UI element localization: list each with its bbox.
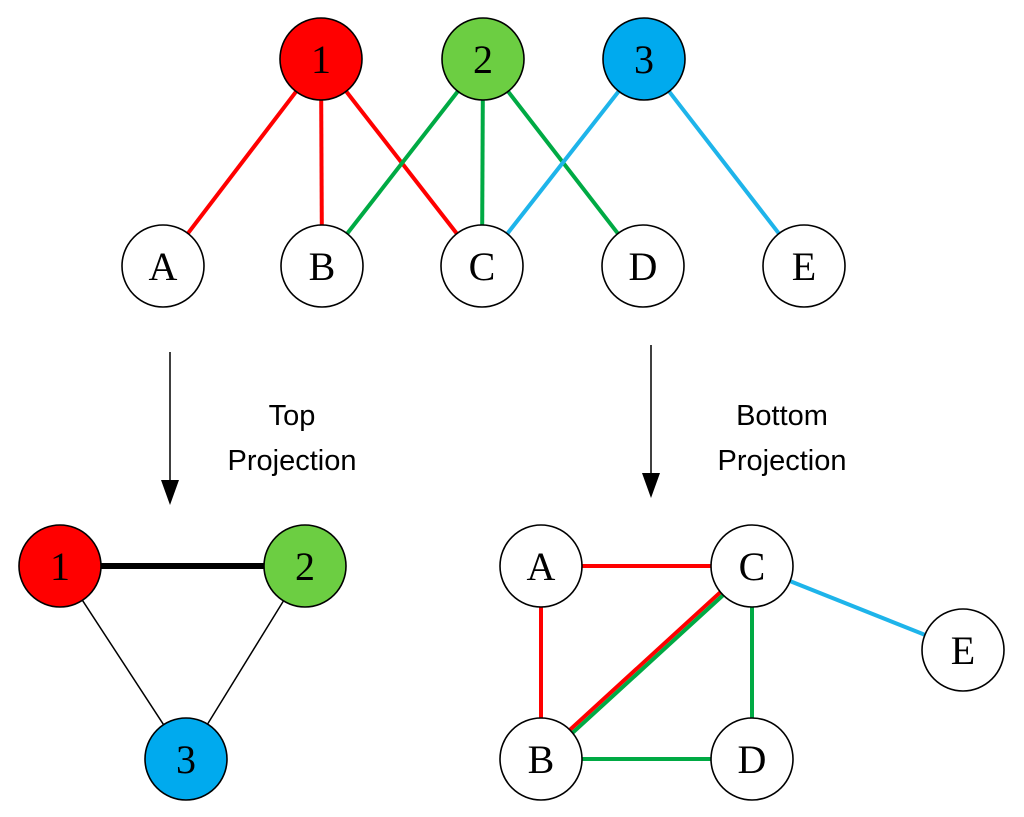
top-projection-node-3: 3 [144, 717, 228, 801]
bipartite-top-node-3-circle [602, 17, 686, 101]
bottom-projection-node-A-label: A [527, 544, 556, 589]
bottom-projection-edge-C-E [789, 579, 926, 637]
top-projection-node-3-circle [144, 717, 228, 801]
bottom-projection-node-D: D [710, 717, 794, 801]
bottom-projection-node-D-label: D [738, 737, 767, 782]
bottom-projection-edge-B-C-1 [568, 590, 722, 732]
bottom-projection-node-D-circle [710, 717, 794, 801]
bipartite-bottom-node-D: D [601, 224, 685, 308]
bottom-projection-node-A-circle [499, 524, 583, 608]
bipartite-bottom-node-C: C [440, 224, 524, 308]
bipartite-bottom-node-B-circle [280, 224, 364, 308]
bottom-projection-edge-B-C-2 [571, 593, 725, 735]
bipartite-bottom-node-E-label: E [792, 244, 816, 289]
bipartite-nodes: 1 2 3A B C D E [121, 17, 846, 308]
bottom-projection-node-E-circle [921, 608, 1005, 692]
bottom-projection-node-B: B [499, 717, 583, 801]
bipartite-bottom-node-C-circle [440, 224, 524, 308]
bipartite-bottom-node-A-label: A [149, 244, 178, 289]
bipartite-edges [186, 90, 781, 235]
top-projection-caption-line1: Top [269, 400, 316, 432]
bipartite-bottom-node-C-label: C [469, 244, 496, 289]
bipartite-top-node-2-circle [441, 17, 525, 101]
bipartite-top-node-1: 1 [279, 17, 363, 101]
top-projection-edge-1-3 [81, 599, 165, 726]
top-projection-node-1: 1 [18, 524, 102, 608]
bipartite-top-node-3: 3 [602, 17, 686, 101]
top-projection-node-1-circle [18, 524, 102, 608]
bottom-projection-edges [539, 564, 926, 761]
top-projection-edges [81, 563, 285, 726]
bipartite-edge-2-C [480, 99, 485, 226]
top-projection-node-2-label: 2 [295, 544, 315, 589]
bipartite-top-node-1-circle [279, 17, 363, 101]
bipartite-edge-3-E [667, 90, 781, 235]
bipartite-bottom-node-E-circle [762, 224, 846, 308]
bipartite-top-node-2: 2 [441, 17, 525, 101]
bipartite-top-node-3-label: 3 [634, 37, 654, 82]
bottom-projection-node-B-label: B [528, 737, 555, 782]
bottom-projection-nodes: A B C D E [499, 524, 1005, 801]
top-projection-node-3-label: 3 [176, 737, 196, 782]
bipartite-top-node-2-label: 2 [473, 37, 493, 82]
top-projection-node-2-circle [263, 524, 347, 608]
bottom-projection-caption-line1: Bottom [736, 400, 828, 432]
bipartite-bottom-node-D-label: D [629, 244, 658, 289]
top-projection-node-1-label: 1 [50, 544, 70, 589]
bottom-projection-node-E: E [921, 608, 1005, 692]
bipartite-bottom-node-B: B [280, 224, 364, 308]
top-projection-node-2: 2 [263, 524, 347, 608]
bottom-projection-node-B-circle [499, 717, 583, 801]
top-projection-edge-2-3 [206, 600, 285, 725]
bipartite-top-node-1-label: 1 [311, 37, 331, 82]
bottom-projection-node-E-label: E [951, 628, 975, 673]
bipartite-bottom-node-E: E [762, 224, 846, 308]
bottom-projection-caption-line2: Projection [718, 445, 847, 477]
top-projection-arrow [161, 352, 179, 505]
bipartite-edge-1-B [319, 99, 324, 226]
bottom-projection-node-C: C [710, 524, 794, 608]
top-projection-caption-line2: Projection [228, 445, 357, 477]
bottom-projection-node-C-circle [710, 524, 794, 608]
bipartite-bottom-node-D-circle [601, 224, 685, 308]
bottom-projection-arrow [642, 345, 660, 498]
bipartite-edge-1-A [186, 90, 298, 235]
bipartite-bottom-node-A: A [121, 224, 205, 308]
bottom-projection-node-A: A [499, 524, 583, 608]
top-projection-nodes: 1 2 3 [18, 524, 347, 801]
bipartite-bottom-node-A-circle [121, 224, 205, 308]
bipartite-edge-2-B [345, 90, 460, 235]
bipartite-bottom-node-B-label: B [309, 244, 336, 289]
bipartite-edge-3-C [505, 90, 621, 235]
bottom-projection-node-C-label: C [739, 544, 766, 589]
